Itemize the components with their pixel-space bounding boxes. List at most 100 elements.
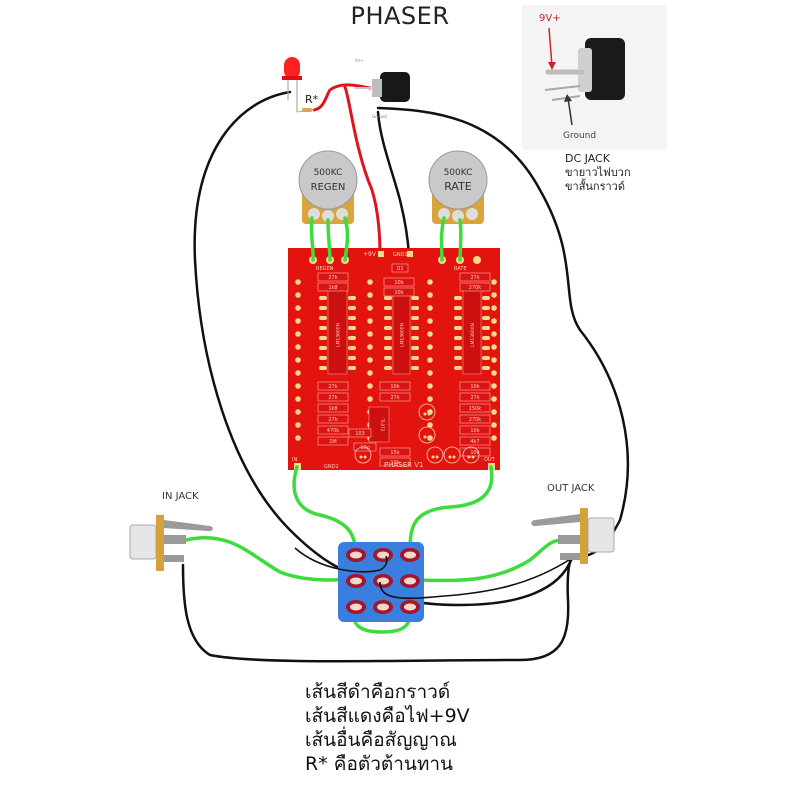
pcb-pad: [367, 383, 373, 389]
pcb-electrolytic-cap: [426, 446, 444, 464]
pcb-pad: [491, 344, 497, 350]
pcb-pad: [367, 344, 373, 350]
pcb-resistor-label: 27k: [390, 395, 399, 401]
pcb-resistor-label: 10k: [470, 428, 479, 434]
pcb-ic-pin: [348, 366, 356, 370]
jack-thread: [587, 517, 615, 553]
pcb-ic-pin: [348, 346, 356, 350]
pcb-pad: [367, 305, 373, 311]
pcb-resistor: [383, 277, 415, 287]
pcb-resistor: [459, 381, 491, 391]
pcb-pad: [367, 292, 373, 298]
pcb-ic-pin: [319, 356, 327, 360]
switch-lug-contact: [404, 551, 416, 559]
pcb-electrolytic-cap: [354, 446, 372, 464]
pcb-resistor-label: 27k: [328, 417, 337, 423]
pcb-pad: [467, 455, 471, 459]
pcb-electrolytic-cap: [443, 446, 461, 464]
pcb-pad: [491, 292, 497, 298]
power-wire-resistor: [312, 83, 372, 112]
pcb-pad: [427, 412, 431, 416]
pcb-pad: [491, 383, 497, 389]
pcb-ic-pin: [482, 336, 490, 340]
footswitch-3pdt: [338, 542, 424, 622]
output-jack: [531, 508, 615, 564]
dc-caption-line: DC JACK: [565, 152, 610, 165]
pcb-resistor: [459, 436, 491, 446]
pcb-pad: [471, 455, 475, 459]
pcb-resistor-label: 4k7: [470, 439, 479, 445]
pcb-resistor-label: 27k: [328, 275, 337, 281]
pcb-ic-pin: [454, 336, 462, 340]
pcb-resistor: [459, 392, 491, 402]
dc-caption-line: ขายาวไฟบวก: [565, 166, 631, 179]
pcb-ic-pin: [482, 366, 490, 370]
pcb-ic-pin: [348, 296, 356, 300]
signal-wire-pcb-in: [292, 465, 358, 557]
pcb-resistor: [379, 392, 411, 402]
switch-lug-contact: [404, 577, 416, 585]
pcb-pad: [427, 292, 433, 298]
pcb-pad: [431, 455, 435, 459]
pcb-pad: [295, 409, 301, 415]
pcb-pad: [367, 318, 373, 324]
pcb-pad: [367, 396, 373, 402]
pcb-resistor-label: 1k8: [328, 406, 337, 412]
pcb-pad: [491, 370, 497, 376]
pcb-ic-pin: [482, 306, 490, 310]
pcb-diode-label: D1: [396, 266, 403, 272]
pcb-ic-pin: [454, 296, 462, 300]
jack-nut: [156, 515, 164, 571]
pcb-resistor-label: 10k: [470, 384, 479, 390]
pcb-resistor: [459, 425, 491, 435]
ground-arrowhead: [564, 94, 572, 102]
out-jack-label: OUT JACK: [547, 483, 595, 494]
pcb-pad: [295, 357, 301, 363]
pcb-pad: [473, 256, 481, 264]
pcb-pad: [427, 331, 433, 337]
pcb-ic-pin: [454, 306, 462, 310]
pcb-pad: [448, 455, 452, 459]
resistor-icon: [302, 108, 312, 112]
pcb-board-name: PHASER V1: [384, 461, 423, 469]
power-wires: [312, 83, 382, 257]
led-indicator: R*: [282, 57, 319, 113]
pcb-pad: [427, 370, 433, 376]
pcb-resistor: [317, 282, 349, 292]
pcb-ic-label: LM13600N: [400, 323, 406, 347]
pcb-resistor-label: 270k: [469, 417, 482, 423]
pcb-resistor-label: 270k: [469, 285, 482, 291]
ground-label: Ground: [563, 131, 596, 141]
positive-arrow: [548, 27, 553, 67]
pcb-resistor-label: 1M: [329, 439, 337, 445]
pcb-pad: [295, 383, 301, 389]
pcb-ic-pin: [411, 366, 419, 370]
pcb-ic-pin: [454, 316, 462, 320]
pcb-pad: [491, 409, 497, 415]
pcb-capacitor-label: 103: [355, 431, 365, 437]
pcb-resistor: [317, 425, 349, 435]
dc-jack-caption: DC JACK ขายาวไฟบวก ขาสั้นกราวด์: [565, 152, 631, 194]
pcb-ic-pin: [384, 326, 392, 330]
pcb-pad: [359, 455, 363, 459]
pcb-pad: [427, 396, 433, 402]
pcb-ground2-label: GND2: [324, 464, 339, 470]
pcb-pad: [295, 396, 301, 402]
pcb-pad: [491, 435, 497, 441]
pcb-pad: [295, 318, 301, 324]
pcb-pad: [423, 412, 427, 416]
pcb-resistor-label: 10k: [394, 290, 403, 296]
wire-legend: เส้นสีดำคือกราวด์ เส้นสีแดงคือไฟ+9V เส้น…: [305, 680, 470, 776]
pcb-resistor-label: 15k: [390, 450, 399, 456]
pcb-ground-label: GND1: [393, 252, 408, 258]
pcb-ic-pin: [319, 296, 327, 300]
switch-lug-contact: [377, 603, 389, 611]
pcb-pad: [491, 396, 497, 402]
pcb-resistor-label: 27k: [328, 395, 337, 401]
pcb-ic-pin: [454, 326, 462, 330]
pcb-diode: [391, 263, 409, 273]
signal-wire-injack: [184, 536, 358, 582]
signal-wire-pcb-out: [408, 465, 494, 557]
